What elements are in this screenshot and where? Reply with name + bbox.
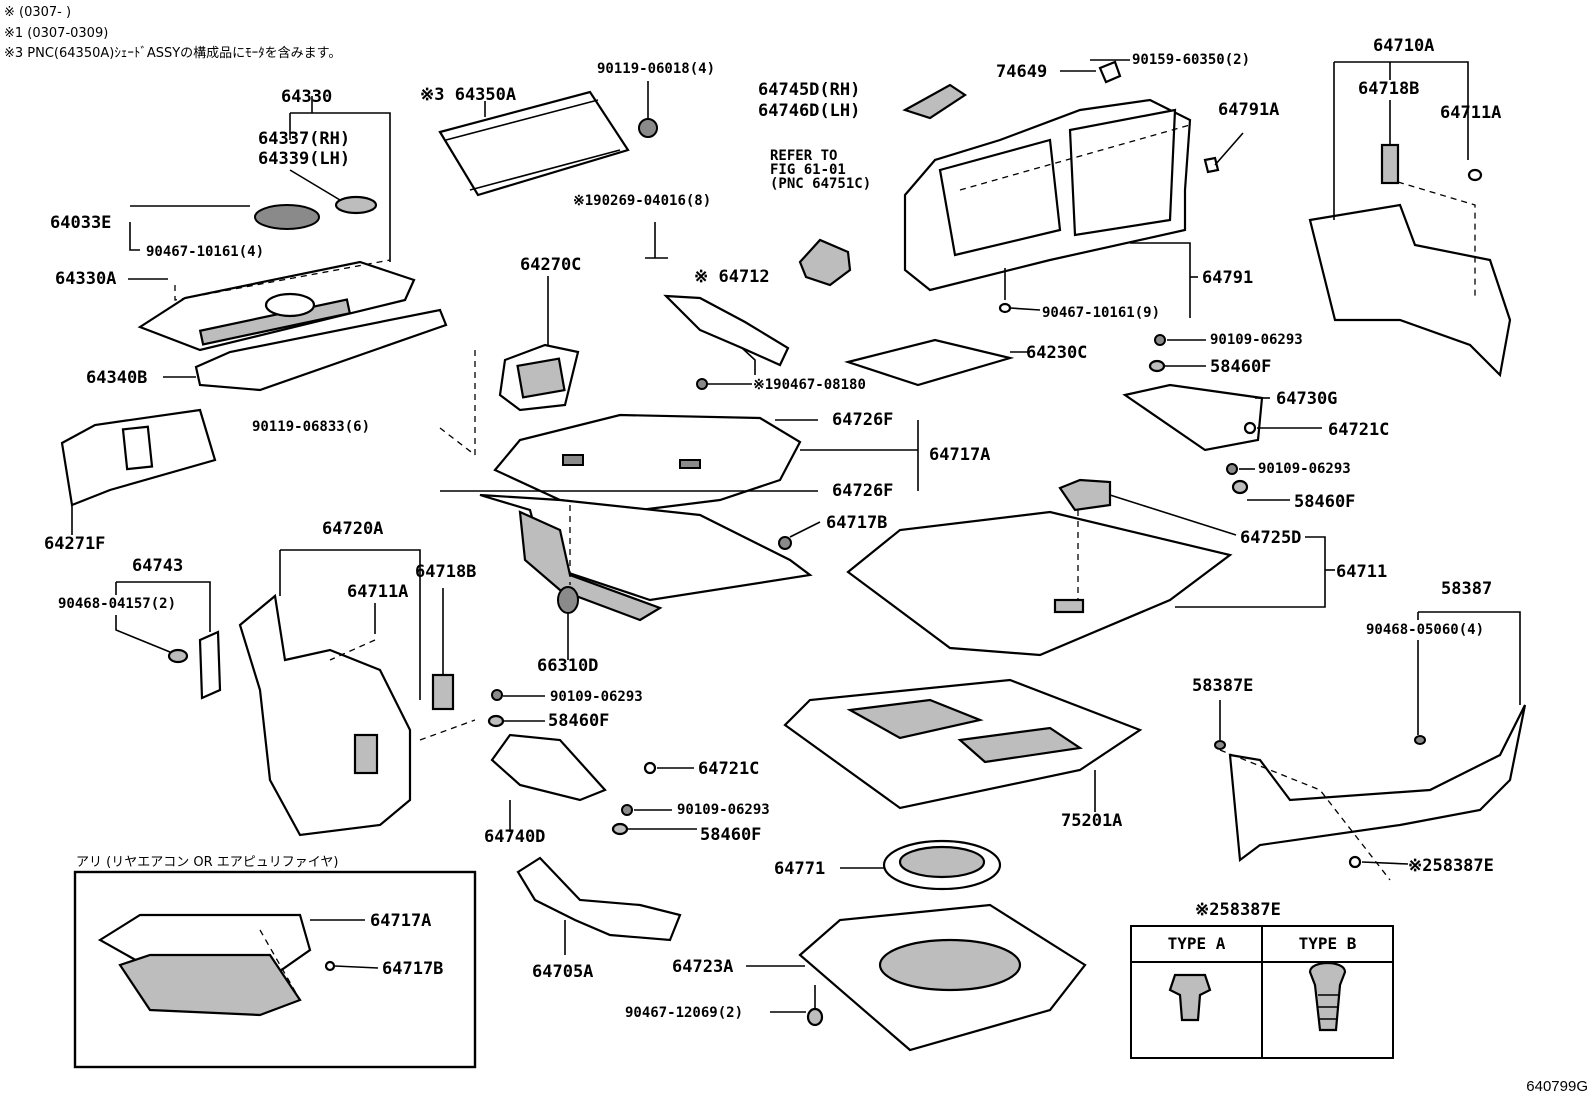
label-75201a: 75201A xyxy=(1061,811,1123,831)
label-64330a: 64330A xyxy=(55,269,117,289)
label-64717b-inset: 64717B xyxy=(382,959,444,979)
label-64340b: 64340B xyxy=(86,368,148,388)
label-64705a: 64705A xyxy=(532,962,594,982)
label-64745d: 64745D(RH) xyxy=(758,80,861,100)
label-64712: ※ 64712 xyxy=(694,267,770,287)
label-64726f-b: 64726F xyxy=(832,481,894,501)
label-90119-06833: 90119-06833(6) xyxy=(252,419,371,435)
label-64730g: 64730G xyxy=(1276,389,1338,409)
label-90159-60350: 90159-60350(2) xyxy=(1132,52,1251,68)
label-74649: 74649 xyxy=(996,62,1048,82)
label-258387e-a: ※258387E xyxy=(1408,856,1494,876)
clip-type-a-icon xyxy=(1168,973,1212,1022)
deck-board-64717a xyxy=(440,413,919,660)
table-divider xyxy=(1261,927,1263,1057)
label-64271f: 64271F xyxy=(44,534,106,554)
mat-64230c xyxy=(844,338,1030,387)
label-64723a: 64723A xyxy=(672,957,734,977)
label-90468-04157: 90468-04157(2) xyxy=(58,596,177,612)
label-64033e: 64033E xyxy=(50,213,112,233)
trim-64730g xyxy=(1122,334,1322,501)
label-64791a: 64791A xyxy=(1218,100,1280,120)
label-64740d: 64740D xyxy=(484,827,546,847)
label-64725d: 64725D xyxy=(1240,528,1302,548)
package-tray-part xyxy=(128,96,448,392)
label-190269-04016: ※190269-04016(8) xyxy=(573,193,712,209)
refer-bracket xyxy=(798,238,852,287)
label-64270c: 64270C xyxy=(520,255,582,275)
type-b-header: TYPE B xyxy=(1263,927,1392,963)
louvre-64743 xyxy=(115,581,222,700)
label-refer-to-fig: REFER TO FIG 61-01 (PNC 64751C) xyxy=(770,148,872,192)
label-64337: 64337(RH) xyxy=(258,129,351,149)
label-258387e-b: ※258387E xyxy=(1195,900,1281,920)
label-64726f-a: 64726F xyxy=(832,410,894,430)
type-a-header: TYPE A xyxy=(1132,927,1261,963)
side-trim-64720a xyxy=(238,549,476,837)
label-64771: 64771 xyxy=(774,859,826,879)
roll-shade-64350a xyxy=(438,81,658,197)
label-90109-06293-d: 90109-06293 xyxy=(677,802,770,818)
floor-mat-64711 xyxy=(846,478,1335,657)
clip-type-table: TYPE A TYPE B xyxy=(1130,925,1394,1059)
trim-64740d xyxy=(487,689,697,836)
label-64717a: 64717A xyxy=(929,445,991,465)
label-64743: 64743 xyxy=(132,556,184,576)
label-64330: 64330 xyxy=(281,87,333,107)
bracket-64705a xyxy=(516,856,682,955)
label-64717b: 64717B xyxy=(826,513,888,533)
label-64717a-inset: 64717A xyxy=(370,911,432,931)
label-90467-10161-4: 90467-10161(4) xyxy=(146,244,265,260)
note-3: ※3 PNC(64350A)ｼｪｰﾄﾞASSYの構成品にﾓｰﾀを含みます。 xyxy=(4,46,342,61)
bracket-64712 xyxy=(645,222,790,390)
label-58460f-b: 58460F xyxy=(1294,492,1356,512)
label-190467-08180: ※190467-08180 xyxy=(753,377,866,393)
label-64746d: 64746D(LH) xyxy=(758,101,861,121)
label-64350a: ※3 64350A xyxy=(420,85,517,105)
label-58387: 58387 xyxy=(1441,579,1493,599)
label-90109-06293-c: 90109-06293 xyxy=(550,689,643,705)
label-64720a: 64720A xyxy=(322,519,384,539)
label-64230c: 64230C xyxy=(1026,343,1088,363)
label-64791: 64791 xyxy=(1202,268,1254,288)
label-64718b-r: 64718B xyxy=(1358,79,1420,99)
vent-64270c xyxy=(439,276,580,456)
side-trim-64710a xyxy=(1308,61,1512,378)
label-64710a: 64710A xyxy=(1373,36,1435,56)
round-tray-64771 xyxy=(840,839,1002,891)
label-64339: 64339(LH) xyxy=(258,149,351,169)
label-90467-12069: 90467-12069(2) xyxy=(625,1005,744,1021)
label-58460f-a: 58460F xyxy=(1210,357,1272,377)
label-58460f-c: 58460F xyxy=(548,711,610,731)
label-58460f-d: 58460F xyxy=(700,825,762,845)
inset-caption: アリ (リヤエアコン OR エアピュリファイヤ) xyxy=(76,855,339,870)
label-64718b-l: 64718B xyxy=(415,562,477,582)
back-door-trim-64791 xyxy=(902,59,1244,318)
label-64711a-r: 64711A xyxy=(1440,103,1502,123)
label-90109-06293-b: 90109-06293 xyxy=(1258,461,1351,477)
back-trim-58387 xyxy=(1214,611,1527,881)
panel-64271f xyxy=(60,408,217,535)
label-64721c-r: 64721C xyxy=(1328,420,1390,440)
figure-code: 640799G xyxy=(1526,1078,1588,1095)
label-90109-06293-a: 90109-06293 xyxy=(1210,332,1303,348)
label-58387e: 58387E xyxy=(1192,676,1254,696)
label-64711a-l: 64711A xyxy=(347,582,409,602)
tray-75201a xyxy=(783,678,1143,812)
label-66310d: 66310D xyxy=(537,656,599,676)
label-90467-10161-9: 90467-10161(9) xyxy=(1042,305,1161,321)
label-64711: 64711 xyxy=(1336,562,1388,582)
label-90119-06018: 90119-06018(4) xyxy=(597,61,716,77)
note-1: ※1 (0307-0309) xyxy=(4,26,109,41)
clip-type-b-icon xyxy=(1308,961,1347,1032)
label-90468-05060: 90468-05060(4) xyxy=(1366,622,1485,638)
label-64721c-l: 64721C xyxy=(698,759,760,779)
inset-box xyxy=(73,870,477,1069)
note-period: ※ (0307- ) xyxy=(4,5,72,20)
luggage-tray-64723a xyxy=(746,903,1087,1052)
